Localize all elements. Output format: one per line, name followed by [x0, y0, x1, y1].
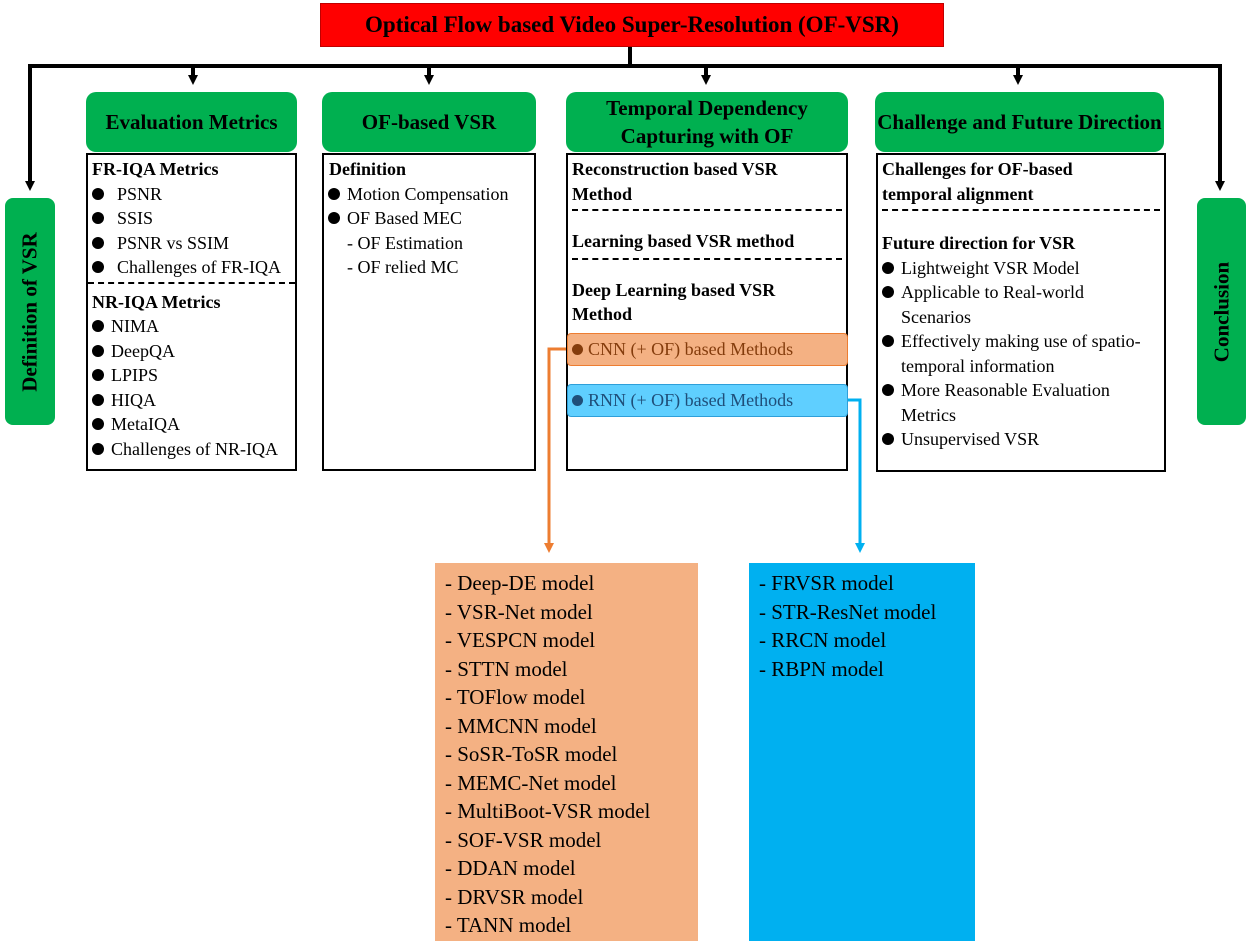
nr-iqa-heading: NR-IQA Metrics	[92, 291, 221, 312]
list-item: HIQA	[92, 388, 291, 413]
list-item: More Reasonable Evaluation Metrics	[882, 378, 1160, 427]
bullet-icon	[92, 261, 104, 273]
bullet-icon	[572, 395, 583, 406]
list-item: Unsupervised VSR	[882, 427, 1160, 452]
conclusion-label: Conclusion	[1209, 261, 1233, 362]
bullet-icon	[882, 335, 894, 347]
bullet-icon	[92, 369, 104, 381]
list-item: - MultiBoot-VSR model	[445, 799, 651, 823]
bullet-icon	[92, 212, 104, 224]
reconstruction-method-heading: Reconstruction based VSR Method	[572, 159, 778, 204]
bullet-icon	[328, 187, 340, 200]
bullet-icon	[882, 384, 894, 396]
divider	[88, 281, 295, 284]
list-item: - Deep-DE model	[445, 571, 595, 595]
list-item: LPIPS	[92, 363, 291, 388]
list-item: PSNR	[92, 182, 291, 207]
list-item: - VESPCN model	[445, 628, 596, 652]
list-item: Effectively making use of spatio-tempora…	[882, 329, 1160, 378]
divider	[572, 209, 842, 211]
rnn-methods-box[interactable]: RNN (+ OF) based Methods	[567, 384, 848, 417]
bullet-icon	[92, 187, 104, 200]
list-item: - SOF-VSR model	[445, 827, 602, 852]
cnn-methods-label: CNN (+ OF) based Methods	[588, 339, 794, 359]
list-item: Motion Compensation	[328, 182, 529, 207]
list-item: - TANN model	[445, 913, 572, 937]
bullet-icon	[92, 418, 104, 430]
definition-of-vsr-box: Definition of VSR	[5, 198, 55, 425]
bullet-icon	[328, 212, 340, 224]
list-item: MetaIQA	[92, 412, 291, 437]
challenges-heading: Challenges for OF-based temporal alignme…	[882, 159, 1073, 204]
sub-list-item: - OF Estimation	[347, 232, 463, 253]
definition-heading: Definition	[329, 159, 407, 179]
list-item: NIMA	[92, 314, 291, 339]
temporal-dependency-header: Temporal Dependency Capturing with OF	[566, 92, 848, 152]
temporal-dependency-panel: Reconstruction based VSR Method Learning…	[566, 153, 848, 471]
challenge-future-header: Challenge and Future Direction	[875, 92, 1164, 152]
of-based-vsr-panel: Definition Motion Compensation OF Based …	[322, 153, 536, 471]
of-based-vsr-header: OF-based VSR	[322, 92, 536, 152]
bullet-icon	[92, 442, 104, 455]
bullet-icon	[882, 286, 894, 298]
deep-learning-method-heading: Deep Learning based VSR Method	[572, 279, 776, 325]
list-item: Challenges of NR-IQA	[92, 437, 291, 462]
learning-method-heading: Learning based VSR method	[572, 231, 795, 251]
challenge-future-panel: Challenges for OF-based temporal alignme…	[876, 153, 1166, 472]
list-item: - TOFlow model	[445, 685, 586, 709]
divider	[572, 257, 842, 260]
list-item: Applicable to Real-world Scenarios	[882, 280, 1160, 329]
bullet-icon	[92, 344, 104, 357]
future-direction-heading: Future direction for VSR	[882, 233, 1076, 253]
divider	[882, 209, 1160, 211]
definition-of-vsr-label: Definition of VSR	[17, 231, 42, 392]
fr-iqa-heading: FR-IQA Metrics	[92, 159, 219, 179]
list-item: - FRVSR model	[759, 571, 894, 595]
list-item: - VSR-Net model	[445, 599, 593, 624]
list-item: OF Based MEC	[328, 206, 529, 231]
bullet-icon	[572, 344, 583, 355]
cnn-arrow	[544, 347, 567, 553]
list-item: Lightweight VSR Model	[882, 256, 1160, 281]
list-item: SSIS	[92, 206, 291, 231]
list-item: - MEMC-Net model	[445, 770, 617, 795]
diagram-title: Optical Flow based Video Super-Resolutio…	[320, 3, 944, 47]
bullet-icon	[92, 393, 104, 406]
list-item: - STR-ResNet model	[759, 599, 937, 624]
list-item: - DDAN model	[445, 856, 576, 880]
list-item: - DRVSR model	[445, 884, 584, 909]
rnn-models-list: - FRVSR model - STR-ResNet model - RRCN …	[749, 563, 975, 941]
evaluation-metrics-panel: FR-IQA Metrics PSNR SSIS PSNR vs SSIM Ch…	[86, 153, 297, 471]
cnn-models-list: - Deep-DE model - VSR-Net model - VESPCN…	[435, 563, 698, 941]
bullet-icon	[882, 261, 894, 274]
bullet-icon	[92, 320, 104, 332]
rnn-methods-label: RNN (+ OF) based Methods	[588, 390, 794, 410]
bullet-icon	[882, 433, 894, 445]
rnn-arrow	[848, 398, 865, 553]
evaluation-metrics-header: Evaluation Metrics	[86, 92, 297, 152]
list-item: - STTN model	[445, 656, 568, 681]
sub-list-item: - OF relied MC	[347, 257, 459, 277]
list-item: - SoSR-ToSR model	[445, 742, 618, 766]
bullet-icon	[92, 236, 104, 249]
list-item: Challenges of FR-IQA	[92, 255, 291, 280]
list-item: - RRCN model	[759, 628, 887, 652]
conclusion-box: Conclusion	[1197, 198, 1246, 425]
list-item: PSNR vs SSIM	[92, 231, 291, 256]
cnn-methods-box[interactable]: CNN (+ OF) based Methods	[567, 333, 848, 366]
list-item: - RBPN model	[759, 656, 884, 681]
list-item: - MMCNN model	[445, 713, 597, 738]
list-item: DeepQA	[92, 339, 291, 364]
